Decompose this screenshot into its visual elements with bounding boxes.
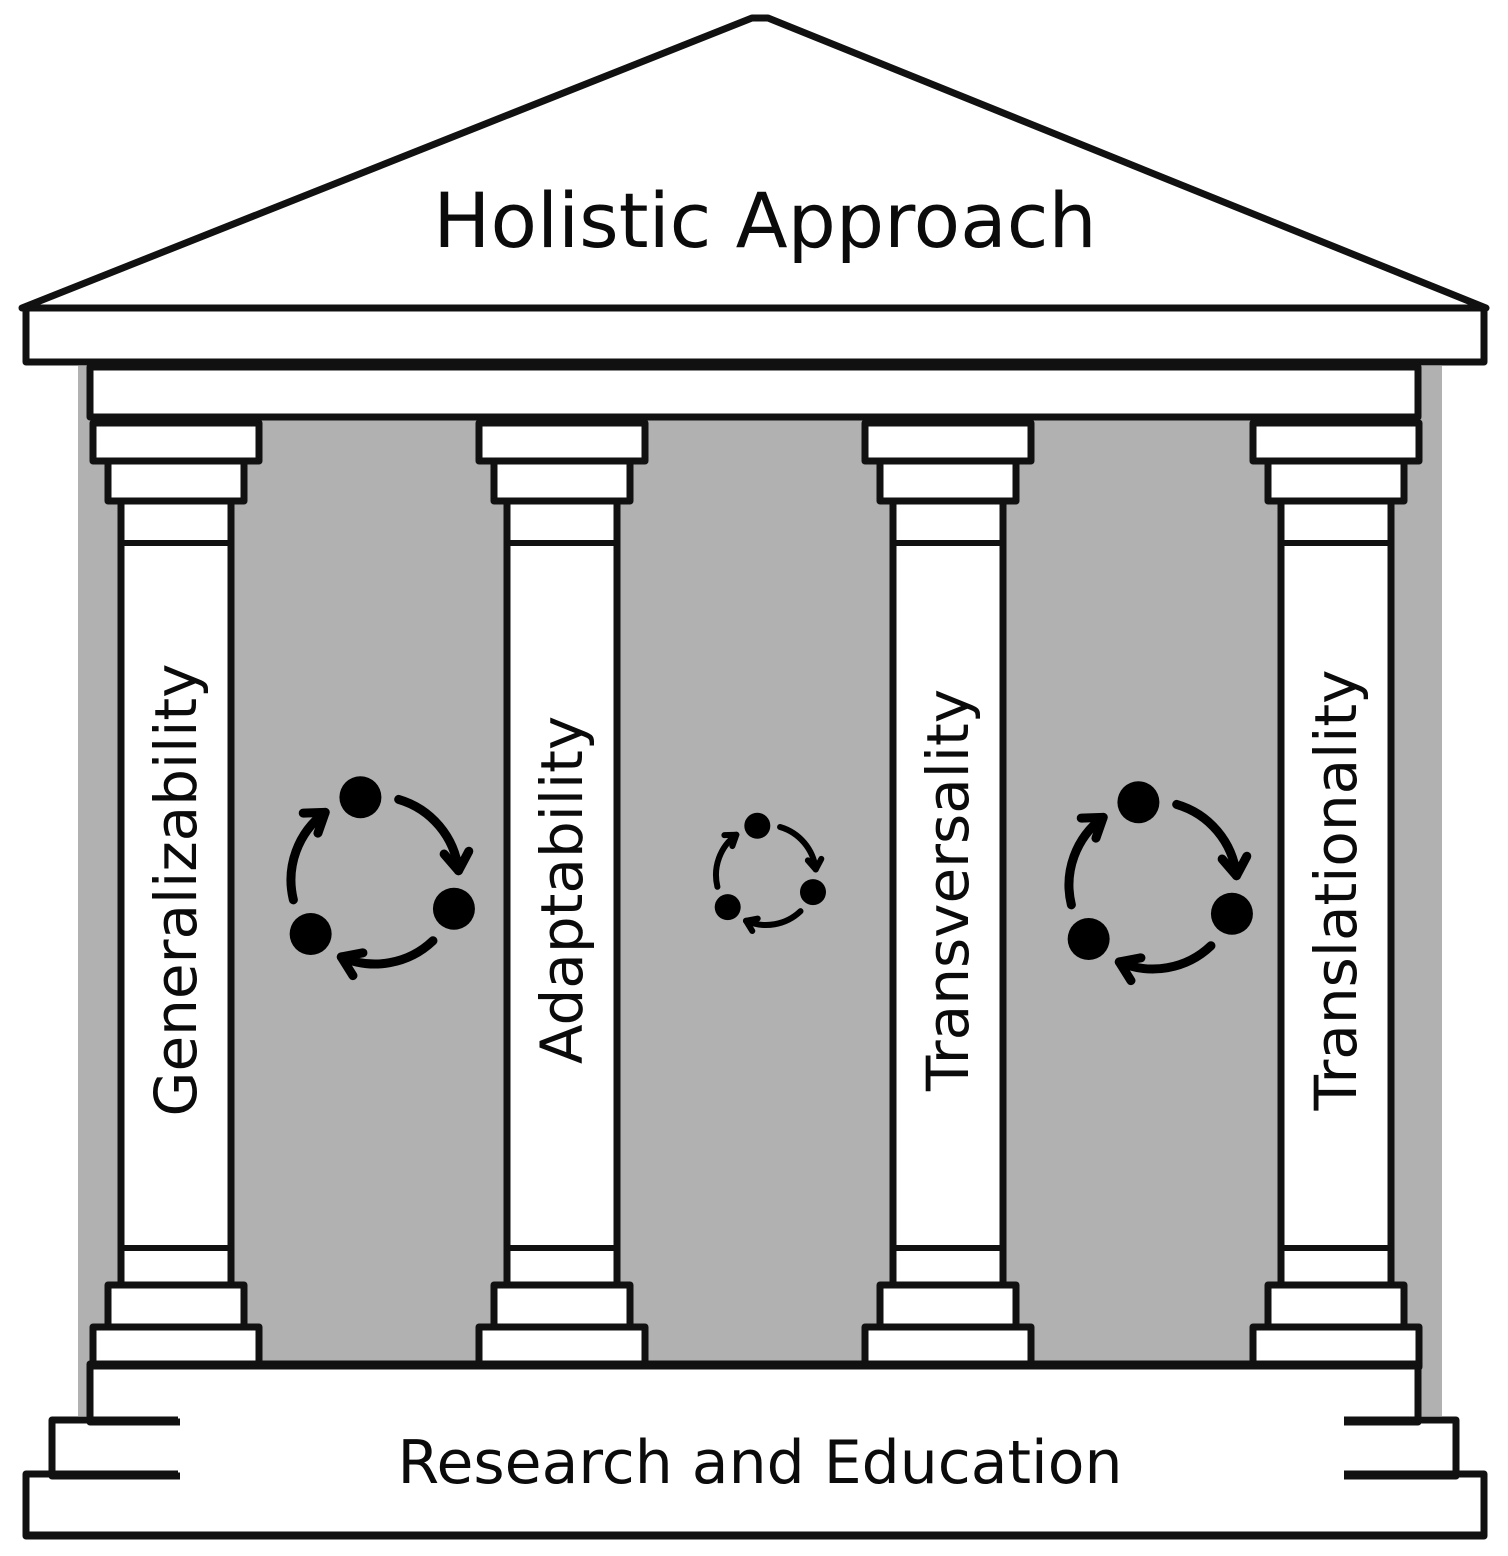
cycle-arrow: [1172, 799, 1241, 881]
cycle-arrow: [394, 794, 463, 876]
pillar-capital-mid: [1264, 457, 1408, 505]
pillar-3: Transversality: [861, 419, 1035, 1371]
pillar-capital-top: [861, 419, 1035, 465]
cycle-arrowhead: [439, 846, 474, 876]
pillar-base-mid: [1264, 1281, 1408, 1331]
cornice: [22, 304, 1488, 366]
pillar-shaft: [503, 497, 621, 1289]
cycle-arrow: [1064, 812, 1108, 910]
cycle-node: [1117, 781, 1160, 824]
pillar-base-mid: [104, 1281, 248, 1331]
cycle-arrowhead: [721, 831, 740, 850]
pillar-label: Transversality: [914, 689, 982, 1092]
pillar-capital-mid: [490, 457, 634, 505]
pillar-shaft: [117, 497, 235, 1289]
cycle-arrowhead: [1114, 953, 1146, 986]
cycle-arrow: [1114, 941, 1216, 974]
pillar-label: Translationality: [1302, 670, 1370, 1112]
cycle-arrowhead: [804, 855, 825, 873]
cycle-arrows-icon: [1064, 781, 1253, 986]
pillar-label: Adaptability: [528, 716, 596, 1064]
cycle-arrow: [336, 936, 438, 969]
pillar-label: Generalizability: [142, 664, 210, 1117]
pillar-4: Translationality: [1249, 419, 1423, 1371]
pillar-base-bottom: [1249, 1323, 1423, 1371]
cycle-arrows-icon: [713, 812, 826, 934]
cycle-arrow: [713, 831, 740, 890]
cycle-node: [714, 894, 741, 921]
cycle-icons: [286, 776, 1253, 986]
cycle-node: [799, 879, 826, 906]
foundation-label: Research and Education: [398, 1428, 1123, 1498]
pillar-base-mid: [876, 1281, 1020, 1331]
pillar-base-bottom: [861, 1323, 1035, 1371]
pillar-base-mid: [490, 1281, 634, 1331]
pillar-1: Generalizability: [89, 419, 263, 1371]
background-panel: [78, 366, 1442, 1416]
pillar-capital-mid: [104, 457, 248, 505]
cycle-arrow: [777, 824, 819, 873]
cycle-node: [289, 912, 332, 955]
cycle-arrowhead: [1217, 851, 1252, 881]
pillar-capital-mid: [876, 457, 1020, 505]
pillar-capital-top: [89, 419, 263, 465]
cycle-node: [1067, 917, 1110, 960]
cycle-node: [1210, 892, 1253, 935]
pillars: Generalizability Adaptability Transversali…: [89, 419, 1423, 1371]
pillar-base-bottom: [89, 1323, 263, 1371]
pillar-capital-top: [475, 419, 649, 465]
architrave: [86, 363, 1422, 421]
cycle-arrowhead: [742, 915, 761, 934]
cycle-arrowhead: [1076, 812, 1108, 843]
cycle-arrows-icon: [286, 776, 475, 981]
foundation-face: [180, 1368, 1344, 1532]
cycle-arrow: [742, 908, 804, 928]
pillar-2: Adaptability: [475, 419, 649, 1371]
roof-title: Holistic Approach: [433, 176, 1096, 265]
cycle-node: [432, 887, 475, 930]
cycle-node: [339, 776, 382, 819]
cycle-arrowhead: [298, 807, 330, 838]
pillar-capital-top: [1249, 419, 1423, 465]
cycle-node: [744, 812, 771, 839]
cycle-arrowhead: [336, 948, 368, 981]
cycle-arrow: [286, 807, 330, 905]
